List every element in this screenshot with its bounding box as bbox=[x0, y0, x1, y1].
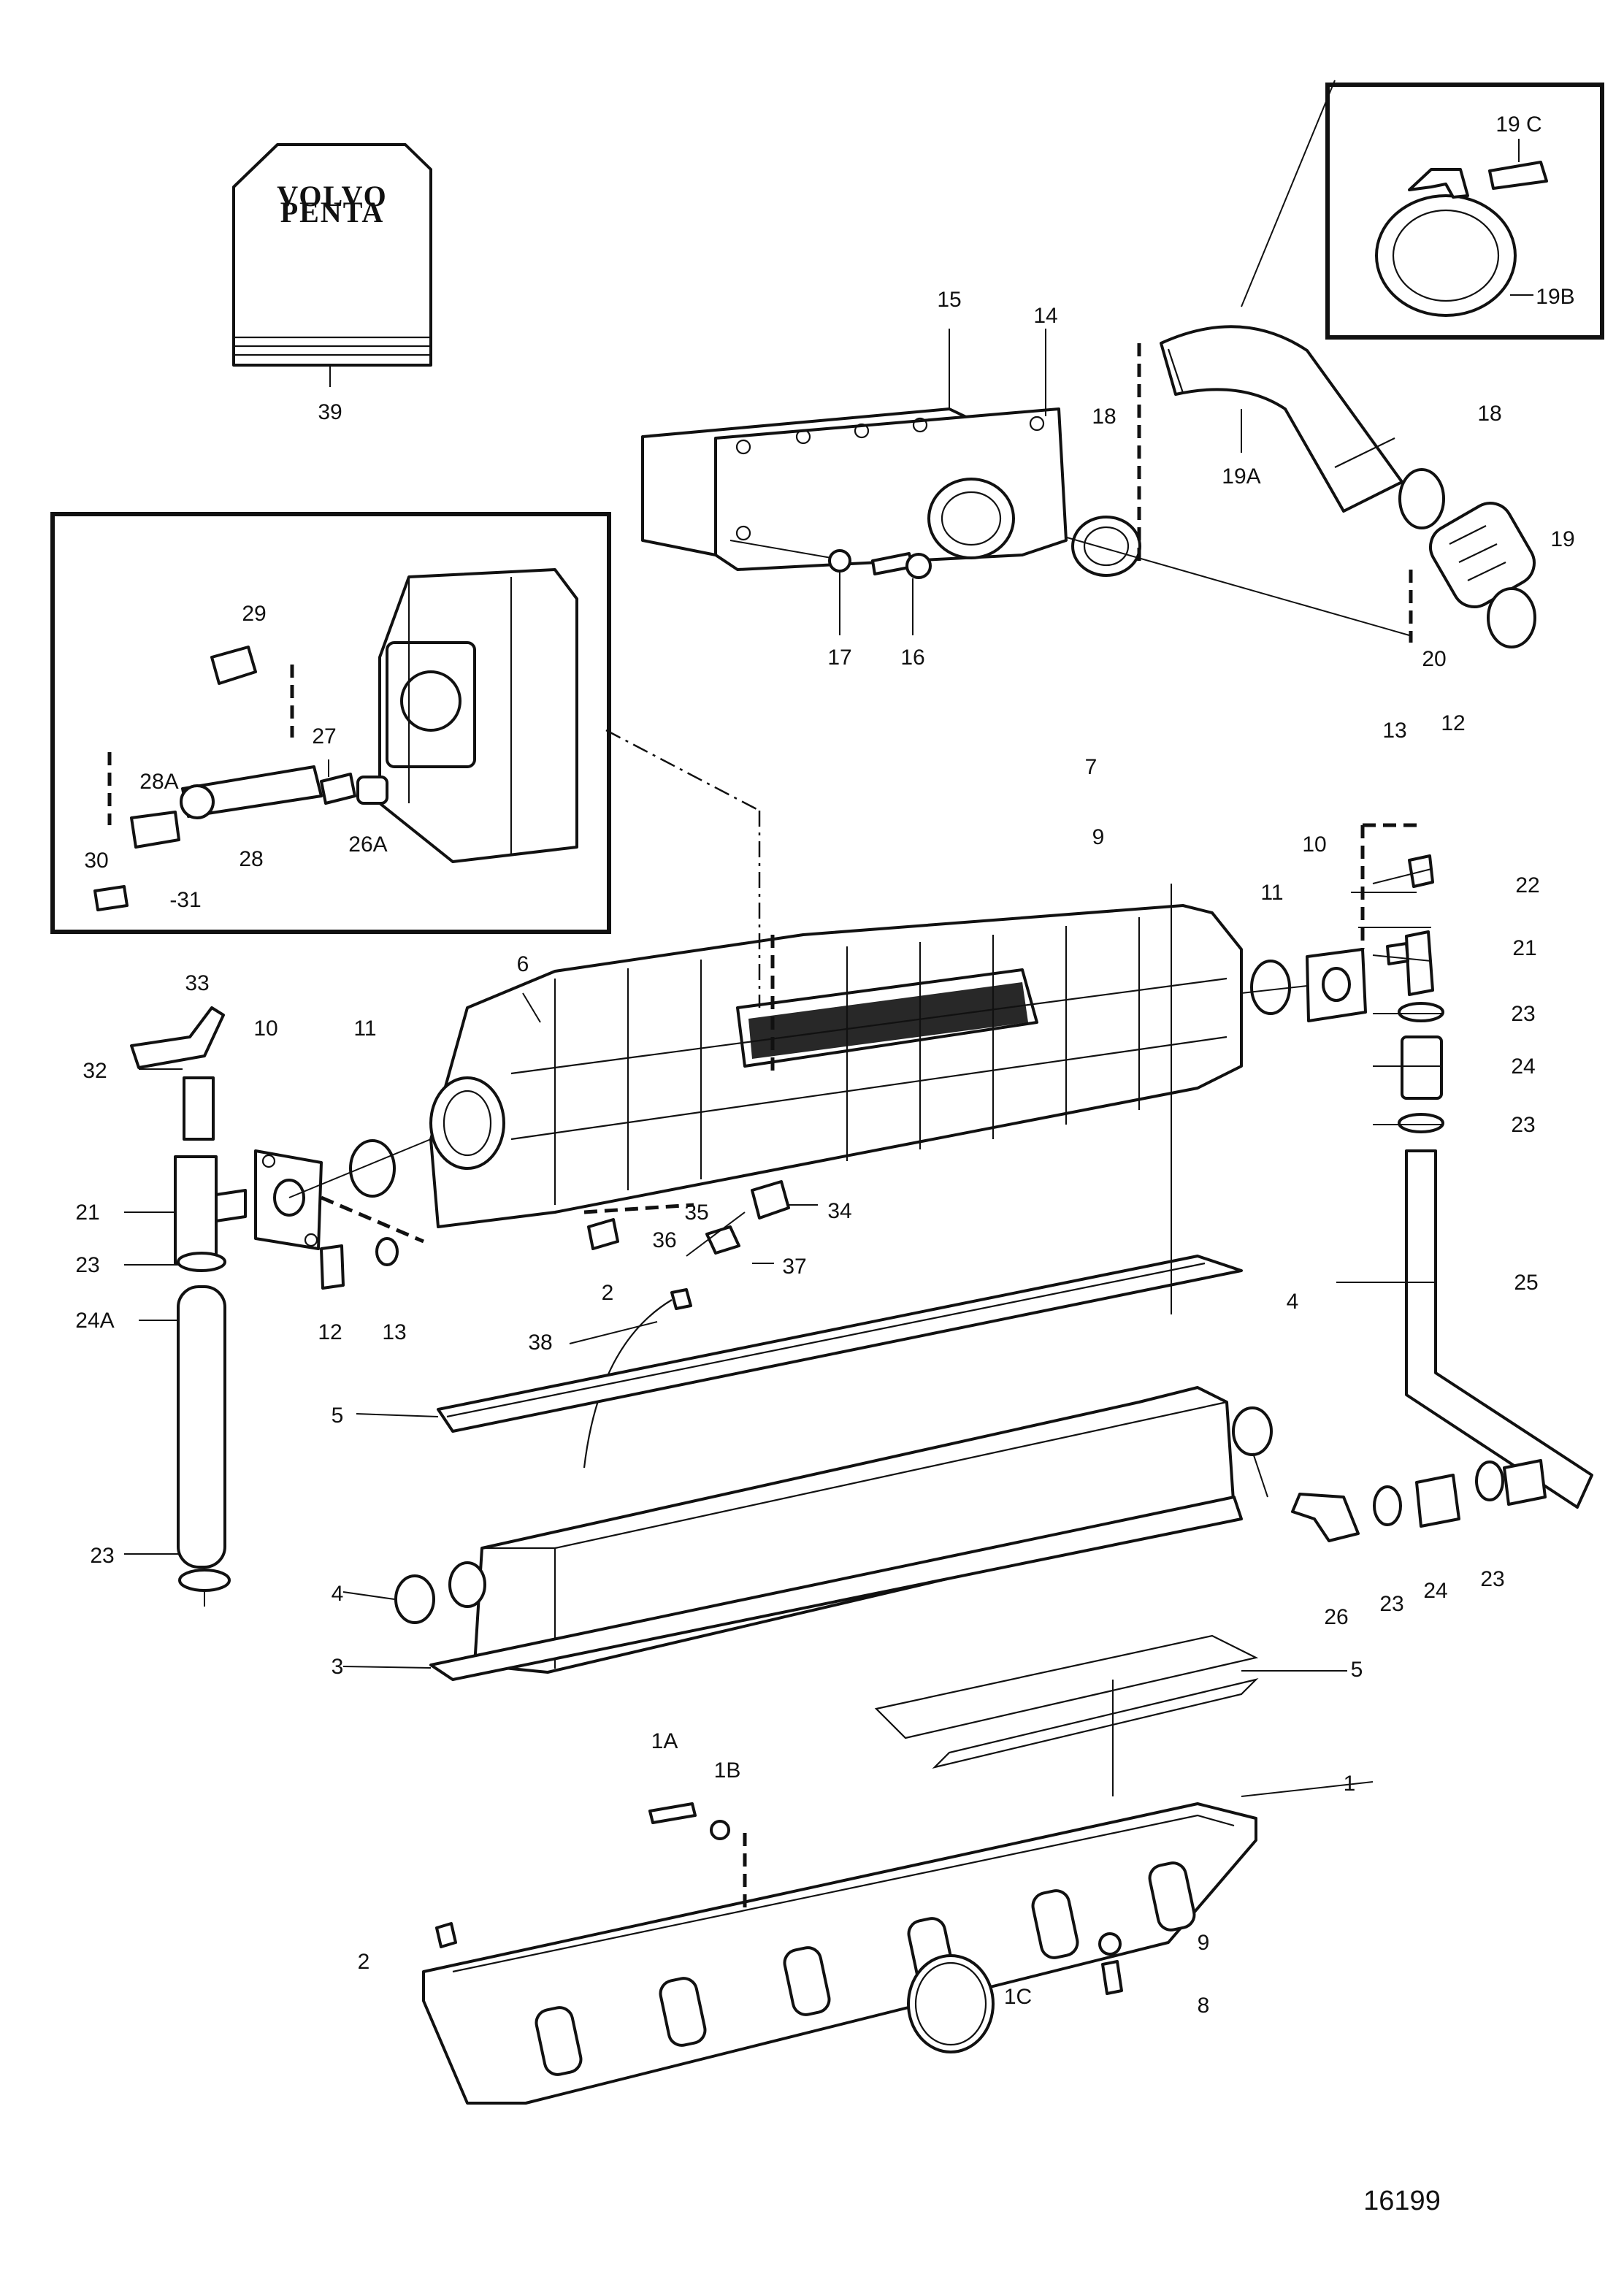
callout-16: 16 bbox=[900, 646, 924, 670]
callout-15: 15 bbox=[937, 288, 961, 312]
inset-sensor-detail bbox=[50, 512, 611, 934]
callout-27: 27 bbox=[312, 724, 336, 749]
callout-26A: 26A bbox=[348, 832, 387, 857]
callout-4-left: 4 bbox=[332, 1582, 344, 1606]
sensor-line-34-38 bbox=[583, 1180, 790, 1469]
right-hose-assembly bbox=[1291, 823, 1593, 1542]
brand-volvo: VOLVO bbox=[277, 180, 387, 213]
callout-14: 14 bbox=[1033, 304, 1057, 328]
callout-24A: 24A bbox=[75, 1309, 114, 1333]
left-hose-assembly bbox=[130, 1006, 399, 1607]
callout-1B: 1B bbox=[714, 1758, 741, 1783]
callout-12-right: 12 bbox=[1441, 711, 1465, 735]
callout-25: 25 bbox=[1514, 1271, 1538, 1295]
figure-number: 16199 bbox=[1363, 2186, 1441, 2216]
callout-21-left: 21 bbox=[75, 1201, 99, 1225]
callout-19C: 19 C bbox=[1495, 112, 1541, 137]
callout-21-right: 21 bbox=[1512, 936, 1536, 960]
gasket-5-upper bbox=[437, 1255, 1243, 1433]
exhaust-bend-assembly bbox=[949, 80, 1536, 648]
end-cover-left bbox=[254, 1138, 432, 1250]
callout-12-left: 12 bbox=[318, 1320, 342, 1344]
callout-23-bottom-right: 23 bbox=[1480, 1567, 1504, 1591]
callout-34: 34 bbox=[827, 1199, 851, 1223]
callout-28: 28 bbox=[239, 847, 263, 871]
callout-38: 38 bbox=[528, 1331, 552, 1355]
callout-10-right: 10 bbox=[1302, 832, 1326, 857]
callout-11-right: 11 bbox=[1260, 881, 1283, 905]
callout-35: 35 bbox=[684, 1201, 708, 1225]
callout-32: 32 bbox=[83, 1059, 107, 1083]
callout-19: 19 bbox=[1550, 527, 1574, 551]
callout-26: 26 bbox=[1324, 1605, 1348, 1629]
callout-10-left: 10 bbox=[253, 1017, 277, 1041]
callout-13-right: 13 bbox=[1382, 719, 1406, 743]
callout-39: 39 bbox=[318, 400, 342, 424]
callout-2-lower: 2 bbox=[358, 1950, 370, 1974]
callout-31: -31 bbox=[169, 888, 201, 912]
brand-penta: PENTA bbox=[280, 196, 385, 229]
manual-book-icon: VOLVO PENTA bbox=[232, 143, 432, 387]
callout-20: 20 bbox=[1422, 647, 1446, 671]
callout-9-lower: 9 bbox=[1198, 1931, 1210, 1955]
callout-23-right-mid: 23 bbox=[1511, 1113, 1535, 1137]
callout-19B: 19B bbox=[1536, 285, 1574, 309]
callout-23-left-upper: 23 bbox=[75, 1253, 99, 1277]
callout-30: 30 bbox=[84, 849, 108, 873]
heat-exchanger-housing-6 bbox=[429, 729, 1243, 1228]
callout-36: 36 bbox=[652, 1228, 676, 1252]
callout-13-left: 13 bbox=[382, 1320, 406, 1344]
callout-1: 1 bbox=[1344, 1772, 1356, 1796]
end-cover-right bbox=[1241, 825, 1367, 1022]
callout-labels: 39 15 14 18 19A 18 19 20 19 C 19B 17 16 … bbox=[75, 112, 1574, 2216]
exhaust-flange-14-15 bbox=[641, 329, 1068, 635]
callout-3: 3 bbox=[332, 1655, 344, 1679]
cooler-core-3 bbox=[394, 1386, 1273, 1681]
callout-29: 29 bbox=[242, 602, 266, 626]
callout-19A: 19A bbox=[1222, 464, 1260, 489]
callout-4-right: 4 bbox=[1287, 1290, 1299, 1314]
callout-2-upper: 2 bbox=[602, 1281, 614, 1305]
gasket-5-lower bbox=[874, 1634, 1259, 1769]
callout-11-left: 11 bbox=[353, 1017, 376, 1041]
callout-18-right: 18 bbox=[1477, 402, 1501, 426]
callout-28A: 28A bbox=[139, 770, 178, 794]
callout-7: 7 bbox=[1085, 755, 1098, 779]
bottom-housing-1 bbox=[422, 884, 1257, 2105]
callout-8: 8 bbox=[1198, 1994, 1210, 2018]
callout-9-upper: 9 bbox=[1092, 825, 1105, 849]
callout-1A: 1A bbox=[651, 1729, 678, 1753]
callout-5-lower: 5 bbox=[1351, 1658, 1363, 1682]
callout-33: 33 bbox=[185, 971, 209, 995]
callout-24-bottom: 24 bbox=[1423, 1579, 1447, 1603]
callout-23-bottom-left: 23 bbox=[1379, 1592, 1403, 1616]
callout-37: 37 bbox=[782, 1255, 806, 1279]
callout-22: 22 bbox=[1515, 873, 1539, 897]
leader-lines bbox=[124, 868, 1443, 1797]
callout-24-right: 24 bbox=[1511, 1054, 1535, 1079]
callout-23-left-lower: 23 bbox=[90, 1544, 114, 1568]
callout-6: 6 bbox=[517, 952, 529, 976]
inset-clamp-detail bbox=[1325, 83, 1604, 340]
callout-1C: 1C bbox=[1004, 1985, 1032, 2009]
callout-18-left: 18 bbox=[1092, 405, 1116, 429]
callout-23-right-upper: 23 bbox=[1511, 1002, 1535, 1026]
callout-17: 17 bbox=[827, 646, 851, 670]
callout-5-upper: 5 bbox=[332, 1404, 344, 1428]
